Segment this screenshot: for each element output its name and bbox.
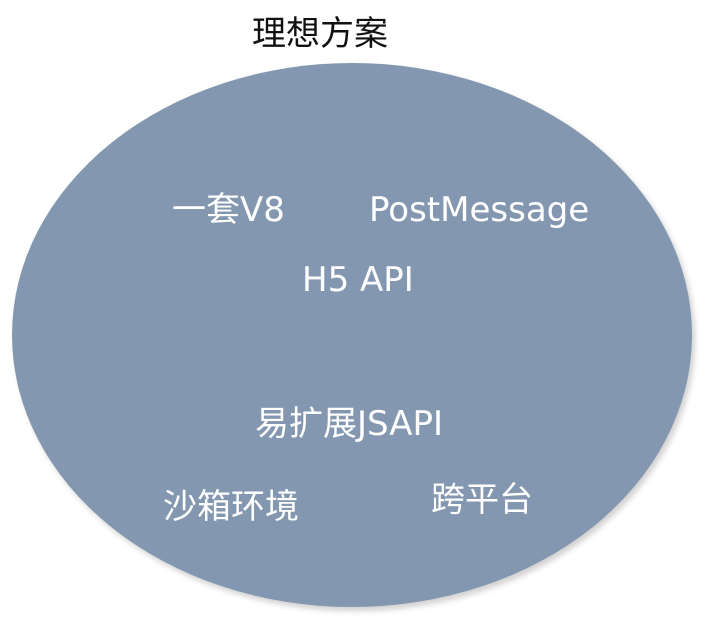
- label-v8: 一套V8: [172, 190, 285, 230]
- label-sandbox: 沙箱环境: [163, 487, 299, 527]
- label-cross-platform: 跨平台: [431, 480, 533, 520]
- label-h5-api: H5 API: [302, 260, 414, 300]
- label-postmessage: PostMessage: [369, 190, 590, 230]
- diagram-title: 理想方案: [252, 14, 388, 54]
- solution-ellipse: [12, 63, 692, 607]
- label-jsapi: 易扩展JSAPI: [255, 404, 444, 444]
